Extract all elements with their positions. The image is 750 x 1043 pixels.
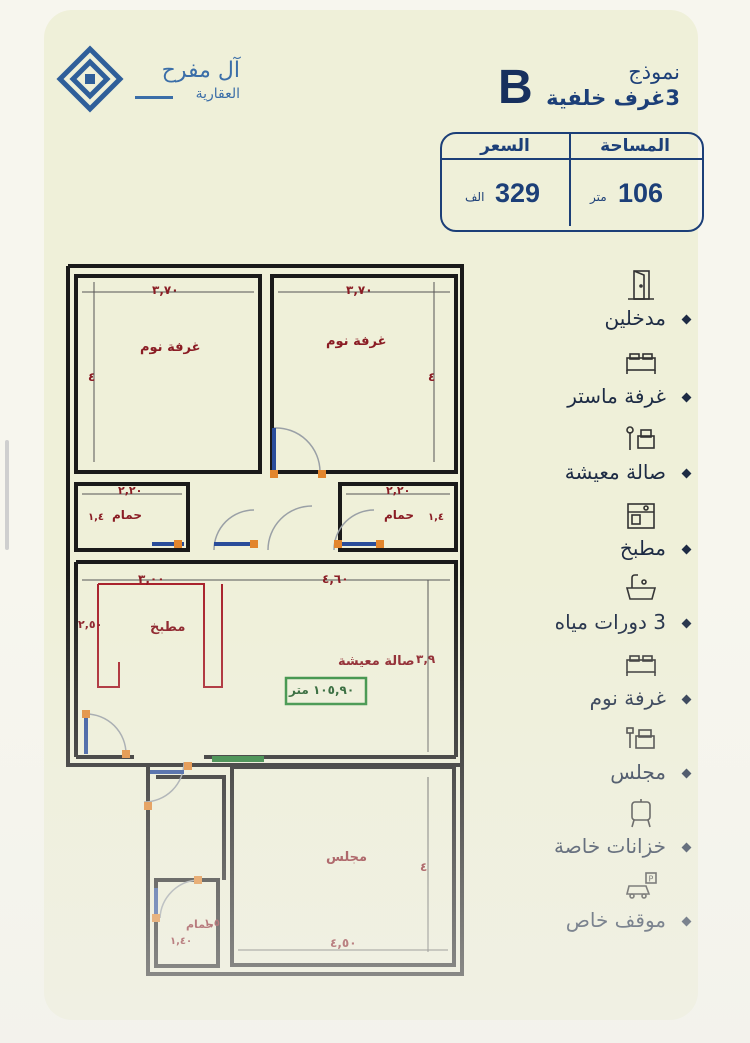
price-label: السعر — [480, 136, 530, 156]
feature-item: مطبخ — [460, 498, 692, 568]
room-label-bath-right: حمام — [384, 508, 414, 522]
room-label-bedroom-right: غرفة نوم — [326, 334, 387, 349]
price-unit: الف — [465, 190, 485, 204]
feature-label: مطبخ — [619, 536, 666, 560]
door-icon — [628, 270, 654, 300]
scroll-indicator[interactable] — [5, 440, 9, 550]
feature-label: 3 دورات مياه — [554, 610, 666, 634]
sofa-icon — [626, 727, 655, 749]
brand-logo-icon — [56, 45, 124, 113]
dim-living-width: ٤,٦٠ — [322, 572, 349, 586]
room-label-majlis: مجلس — [326, 850, 368, 865]
parking-icon: P — [625, 872, 657, 899]
bed-icon — [626, 655, 656, 676]
bed-icon — [626, 353, 656, 374]
feature-label: خزانات خاصة — [554, 834, 666, 858]
bathtub-icon — [625, 574, 657, 600]
feature-label: صالة معيشة — [564, 460, 666, 484]
dim-bath-bottom-height: ١,٥ — [204, 918, 221, 929]
feature-label: مدخلين — [604, 306, 666, 330]
living-area-value: ١٠٥,٩٠ متر — [289, 683, 355, 697]
dim-majlis-width: ٤,٥٠ — [330, 936, 357, 950]
kitchen-icon — [627, 503, 655, 529]
brand-name: آل مفرح — [161, 58, 240, 83]
area-label: المساحة — [600, 136, 670, 156]
water-tank-icon — [631, 799, 651, 828]
dim-living-height: ٣,٩ — [416, 652, 436, 666]
feature-item: P موقف خاص — [460, 870, 692, 940]
feature-item: صالة معيشة — [460, 422, 692, 492]
dim-bath-right-width: ٢,٢٠ — [386, 484, 411, 497]
feature-item: غرفة نوم — [460, 648, 692, 718]
dim-kitchen-height: ٢,٥٠ — [78, 618, 103, 631]
dim-bed-right-width: ٣,٧٠ — [346, 283, 373, 297]
price-value: 329 — [495, 178, 541, 208]
info-column-divider — [569, 134, 571, 226]
feature-item: مدخلين — [460, 268, 692, 338]
dim-bath-left-width: ٢,٢٠ — [118, 484, 143, 497]
feature-item: غرفة ماستر — [460, 346, 692, 416]
info-header-divider — [440, 158, 702, 160]
living-room-icon — [626, 426, 655, 450]
room-label-bedroom-left: غرفة نوم — [140, 340, 201, 355]
feature-item: مجلس — [460, 722, 692, 792]
feature-label: مجلس — [610, 760, 666, 784]
dim-bath-left-height: ١,٤ — [88, 512, 105, 523]
dim-bed-left-width: ٣,٧٠ — [152, 283, 179, 297]
floor-plan — [66, 264, 464, 976]
area-unit: متر — [590, 190, 607, 204]
dim-majlis-height: ٤ — [420, 860, 428, 874]
feature-item: خزانات خاصة — [460, 796, 692, 866]
model-subtitle: 3غرف خلفية — [546, 86, 680, 110]
brand-subtitle: العقارية — [195, 86, 240, 102]
feature-label: غرفة نوم — [589, 686, 666, 710]
dim-bed-left-height: ٤ — [88, 370, 96, 384]
feature-item: 3 دورات مياه — [460, 572, 692, 642]
room-label-living: صالة معيشة — [338, 654, 415, 669]
area-value: 106 — [618, 178, 664, 208]
dim-bath-bottom-width: ١,٤٠ — [170, 936, 193, 947]
dim-bed-right-height: ٤ — [428, 370, 436, 384]
dim-kitchen-width: ٣,٠٠ — [138, 572, 165, 586]
model-title: نموذج — [628, 60, 680, 84]
feature-label: غرفة ماستر — [567, 384, 666, 408]
svg-text:P: P — [649, 875, 654, 884]
dim-bath-right-height: ١,٤ — [428, 512, 445, 523]
feature-label: موقف خاص — [565, 908, 666, 932]
room-label-kitchen: مطبخ — [150, 620, 186, 635]
room-label-bath-left: حمام — [112, 508, 142, 522]
model-letter: B — [498, 61, 533, 114]
